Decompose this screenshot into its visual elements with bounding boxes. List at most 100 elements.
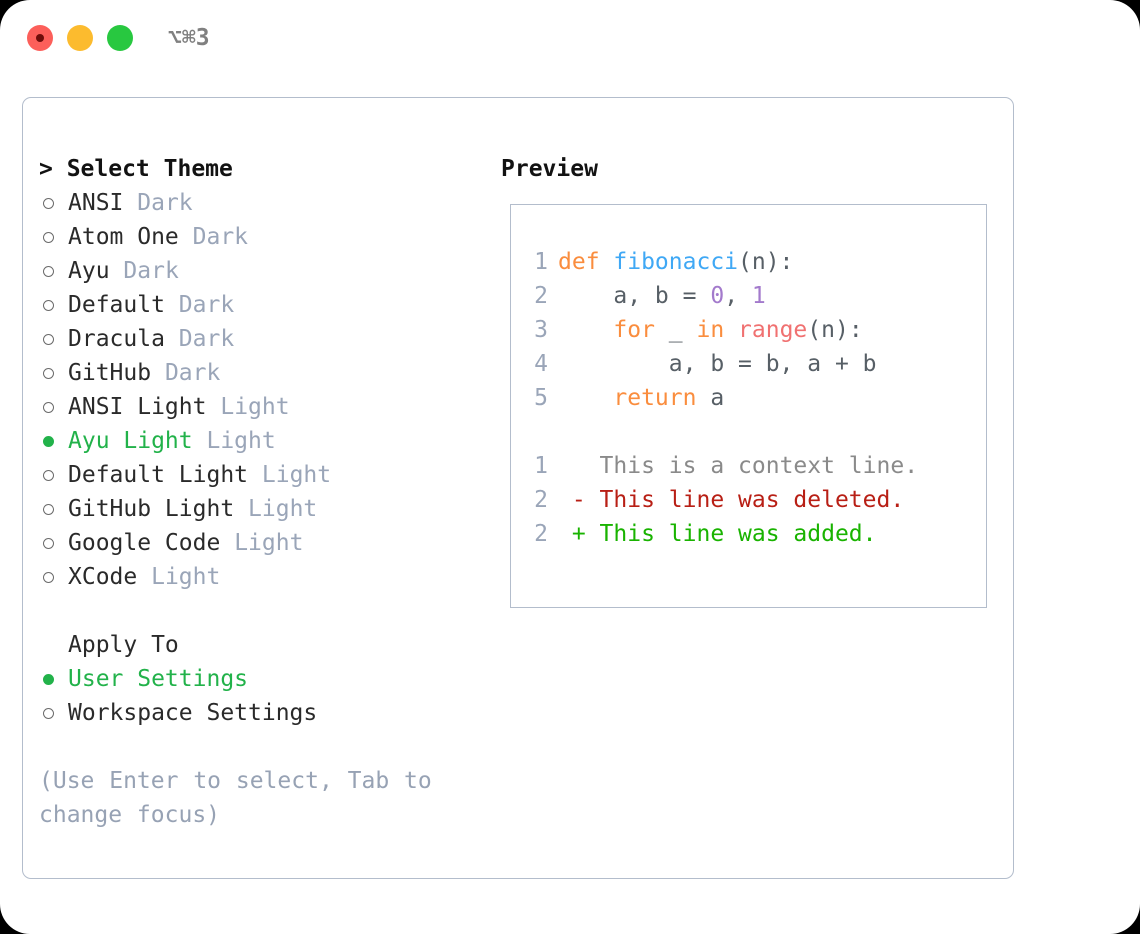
radio-unselected-icon — [43, 300, 54, 311]
code-token: , — [724, 283, 752, 309]
theme-variant-badge: Dark — [123, 258, 179, 284]
theme-variant-badge: Dark — [178, 292, 235, 318]
diff-text: This line was added. — [585, 521, 877, 547]
code-token — [558, 317, 613, 343]
theme-option[interactable]: Ayu Dark — [39, 254, 479, 288]
code-token — [724, 317, 738, 343]
list-spacer — [39, 594, 479, 628]
theme-option[interactable]: ANSI Light Light — [39, 390, 479, 424]
theme-option[interactable]: Dracula Dark — [39, 322, 479, 356]
diff-marker: + — [558, 521, 586, 547]
code-token: a, b = b, a + b — [558, 351, 877, 377]
apply-to-option[interactable]: Workspace Settings — [39, 696, 479, 730]
theme-option-label: GitHub — [68, 360, 152, 386]
preview-column: Preview — [501, 152, 991, 186]
maximize-window-button[interactable] — [107, 25, 133, 51]
theme-variant-badge: Light — [234, 530, 304, 556]
code-line: 4 a, b = b, a + b — [526, 347, 918, 381]
code-token: (n): — [807, 317, 863, 343]
select-theme-heading: > Select Theme — [39, 156, 233, 182]
keyboard-shortcut-label: ⌥⌘3 — [168, 25, 210, 51]
diff-marker — [558, 453, 586, 479]
diff-line: 1 This is a context line. — [526, 449, 918, 483]
minimize-window-button[interactable] — [67, 25, 93, 51]
code-token: a, b = — [558, 283, 711, 309]
radio-unselected-icon — [43, 402, 54, 413]
theme-option[interactable]: Default Light Light — [39, 458, 479, 492]
code-token: range — [738, 317, 808, 343]
radio-unselected-icon — [43, 266, 54, 277]
diff-line-number: 2 — [534, 487, 548, 513]
diff-marker: - — [558, 487, 586, 513]
theme-option[interactable]: GitHub Light Light — [39, 492, 479, 526]
radio-unselected-icon — [43, 708, 54, 719]
radio-unselected-icon — [43, 198, 54, 209]
theme-variant-badge: Light — [261, 462, 332, 488]
theme-option-label: Default Light — [68, 462, 249, 488]
code-token: 1 — [751, 283, 766, 309]
theme-variant-badge: Dark — [192, 224, 249, 250]
diff-separator — [526, 415, 918, 449]
theme-option[interactable]: Ayu Light Light — [39, 424, 479, 458]
radio-unselected-icon — [43, 538, 54, 549]
theme-option-label: Atom One — [68, 224, 179, 250]
theme-variant-badge: Dark — [164, 360, 221, 386]
theme-option[interactable]: Default Dark — [39, 288, 479, 322]
theme-variant-badge: Dark — [178, 326, 235, 352]
code-line-number: 1 — [534, 249, 548, 275]
apply-to-option[interactable]: User Settings — [39, 662, 479, 696]
radio-unselected-icon — [43, 334, 54, 345]
radio-unselected-icon — [43, 572, 54, 583]
theme-option-label: XCode — [68, 564, 138, 590]
close-window-button[interactable] — [27, 25, 53, 51]
theme-option-label: GitHub Light — [68, 496, 235, 522]
theme-option-label: Ayu — [68, 258, 110, 284]
code-line: 5 return a — [526, 381, 918, 415]
diff-line-number: 1 — [534, 453, 548, 479]
theme-option[interactable]: Atom One Dark — [39, 220, 479, 254]
code-line: 3 for _ in range(n): — [526, 313, 918, 347]
radio-unselected-icon — [43, 232, 54, 243]
theme-option[interactable]: GitHub Dark — [39, 356, 479, 390]
theme-variant-badge: Light — [151, 564, 221, 590]
code-token: return — [613, 385, 697, 411]
code-token: in — [696, 317, 725, 343]
radio-unselected-icon — [43, 470, 54, 481]
radio-unselected-icon — [43, 368, 54, 379]
code-token: a — [696, 385, 725, 411]
code-token: 0 — [710, 283, 725, 309]
code-line: 2 a, b = 0, 1 — [526, 279, 918, 313]
theme-option-label: ANSI Light — [68, 394, 207, 420]
theme-option-label: Ayu Light — [68, 428, 193, 454]
code-token: def — [558, 249, 614, 275]
theme-option-label: ANSI — [68, 190, 124, 216]
theme-variant-badge: Light — [206, 428, 276, 454]
diff-line-number: 2 — [534, 521, 548, 547]
diff-line: 2 + This line was added. — [526, 517, 918, 551]
code-line-number: 2 — [534, 283, 548, 309]
code-token: _ — [654, 317, 697, 343]
diff-line: 2 - This line was deleted. — [526, 483, 918, 517]
radio-selected-icon — [43, 674, 54, 685]
theme-variant-badge: Light — [248, 496, 318, 522]
code-token: fibonacci — [613, 249, 739, 275]
radio-unselected-icon — [43, 504, 54, 515]
diff-text: This line was deleted. — [585, 487, 905, 513]
code-line-number: 3 — [534, 317, 548, 343]
window-titlebar: ⌥⌘3 — [0, 0, 1140, 77]
theme-option[interactable]: Google Code Light — [39, 526, 479, 560]
theme-option-label: Google Code — [68, 530, 221, 556]
theme-option[interactable]: ANSI Dark — [39, 186, 479, 220]
theme-option[interactable]: XCode Light — [39, 560, 479, 594]
diff-text: This is a context line. — [585, 453, 919, 479]
apply-to-option-label: Workspace Settings — [68, 700, 318, 726]
code-line-number: 5 — [534, 385, 548, 411]
